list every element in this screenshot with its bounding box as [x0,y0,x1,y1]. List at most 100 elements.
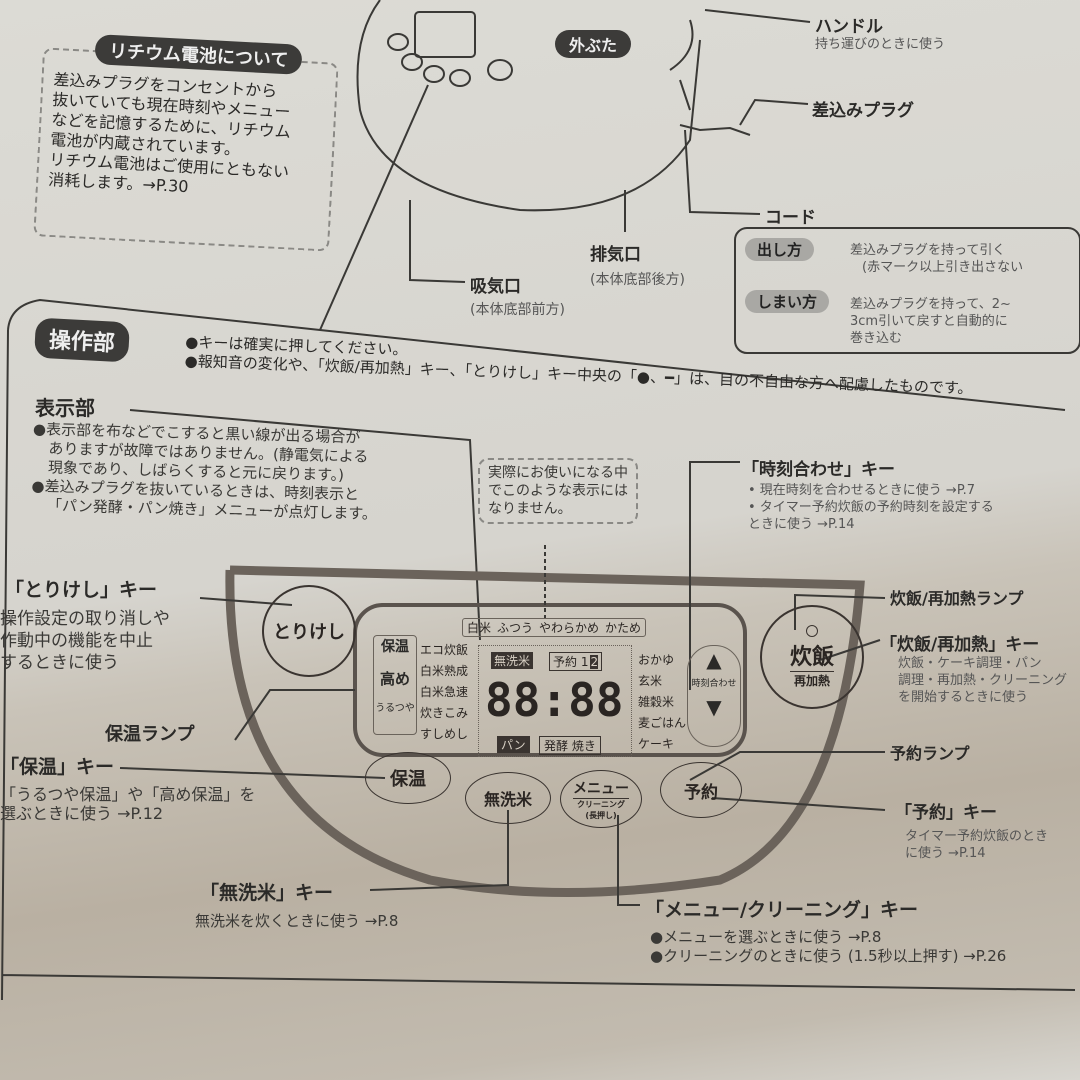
menu-item: エコ炊飯 [420,643,469,657]
texture-label: ふつう [497,621,534,635]
text-line: タイマー予約炊飯のとき [905,829,1049,844]
musenmai-button[interactable]: 無洗米 [465,772,551,824]
cord-outline [679,124,751,136]
timer-1-indicator: 1 [580,655,589,669]
hoon-key-desc: 「うるつや保温」や「高め保温」を 選ぶときに使う →P.12 [0,785,255,823]
hoon-button[interactable]: 保温 [365,752,451,804]
handle-desc: 持ち運びのときに使う [815,37,946,52]
handle-outline [669,19,694,111]
clock-adjust-keys: ▲ 時刻合わせ ▼ [687,645,741,747]
intake-sub: (本体底部前方) [470,302,565,318]
text-line: でこのような表示には [488,483,628,499]
suihan-lamp [806,625,818,637]
right-menu-list: おかゆ 玄米 雑穀米 麦ごはん ケーキ [638,650,686,755]
torikeshi-button-label: とりけし [273,622,345,643]
menu-item: 白米急速 [420,685,469,699]
menu-item: 炊きこみ [420,706,469,720]
suihan-button[interactable]: 炊飯 再加熱 [760,605,864,709]
menu-key-label: 「メニュー/クリーニング」キー [645,899,918,921]
keep-warm-title: 保温 [381,639,409,655]
text-line: (赤マーク以上引き出さない [862,260,1024,275]
handle-label: ハンドル [815,17,883,37]
text-line: 差込みプラグを持って引く [850,243,1006,258]
menu-item: 麦ごはん [638,716,687,730]
clock-adjust-label: 時刻合わせ [691,679,737,689]
panel-frame [353,603,747,757]
yoyaku-button[interactable]: 予約 [660,762,742,818]
suihan-key-label: 「炊飯/再加熱」キー [880,635,1040,655]
yoyaku-indicator-label: 予約 [553,655,578,669]
panel-outer-arc [225,565,865,897]
cooker-display-outline [414,11,476,58]
musenmai-key-desc: 無洗米を炊くときに使う →P.8 [195,912,399,930]
musenmai-key-label: 「無洗米」キー [200,882,334,904]
text-line: 作動中の機能を中止 [0,631,153,651]
rice-texture-bar: 白米 ふつう やわらかめ かため [462,618,647,637]
text-line: 調理・再加熱・クリーニング [898,673,1068,688]
menu-item: ケーキ [638,737,675,751]
suihan-lamp-label: 炊飯/再加熱ランプ [890,589,1024,608]
down-arrow-button[interactable]: ▼ [706,695,722,719]
keep-warm-high: 高め [379,670,410,688]
menu-item: 雑穀米 [638,695,675,709]
saikanetsu-label: 再加熱 [793,674,830,688]
battery-note-box: リチウム電池について 差込みプラグをコンセントから 抜いていても現在時刻やメニュ… [33,34,339,252]
yoyaku-button-label: 予約 [684,782,718,803]
clock-key-desc: • 現在時刻を合わせるときに使う →P.7 • タイマー予約炊飯の予約時刻を設定… [748,482,994,533]
menu-cleaning-button[interactable]: メニュー クリーニング (長押し) [560,770,642,828]
torikeshi-button[interactable]: とりけし [262,585,356,677]
keep-warm-box: 保温 高め うるつや [373,635,417,735]
text-line: を開始するときに使う [898,690,1029,705]
cord-stow-text: 差込みプラグを持って、2~ 3cm引いて戻すと自動的に 巻き込む [850,296,1011,347]
exhaust-sub: (本体底部後方) [590,272,685,288]
ferment-bake-indicator: 発酵 焼き [539,736,601,755]
cord-out-text: 差込みプラグを持って引く (赤マーク以上引き出さない [850,242,1023,276]
menu-item: おかゆ [638,653,675,667]
menu-key-desc: ●メニューを選ぶときに使う →P.8 ●クリーニングのときに使う (1.5秒以上… [650,928,1006,966]
text-line: 巻き込む [850,331,903,346]
text-line: 選ぶときに使う →P.12 [0,804,164,823]
cleaning-label: クリーニング [577,799,625,809]
cord-out-label: 出し方 [745,238,815,261]
bread-indicator: パン [497,736,530,753]
exhaust-label: 排気口 [590,245,641,265]
torikeshi-key-desc: 操作設定の取り消しや 作動中の機能を中止 するときに使う [0,608,170,674]
menu-item: 玄米 [638,674,663,688]
texture-label: かため [605,621,642,635]
texture-label: やわらかめ [539,621,600,635]
long-press-label: (長押し) [585,810,617,820]
suihan-key-desc: 炊飯・ケーキ調理・パン 調理・再加熱・クリーニング を開始するときに使う [898,655,1067,706]
text-line: なりません。 [488,501,572,517]
plug-label: 差込みプラグ [812,101,914,121]
menu-button-label: メニュー [573,778,629,799]
clock-key-label: 「時刻合わせ」キー [742,460,895,480]
hoon-key-label: 「保温」キー [0,756,115,778]
cord-stow-label: しまい方 [745,290,830,313]
yoyaku-key-label: 「予約」キー [895,803,997,823]
text-line: • タイマー予約炊飯の予約時刻を設定する [748,500,994,515]
operation-title: 操作部 [34,317,130,363]
menu-item: すしめし [420,727,469,741]
cord-label: コード [765,208,816,228]
yoyaku-key-desc: タイマー予約炊飯のとき に使う →P.14 [905,828,1048,862]
outer-lid-label: 外ぶた [555,30,632,58]
time-readout: 88:88 [485,673,624,727]
yoyaku-lamp-label: 予約ランプ [890,744,970,763]
text-line: 差込みプラグを持って、2~ [850,297,1011,312]
intake-label: 吸気口 [470,277,521,297]
display-dashed-note: 実際にお使いになる中 でこのような表示には なりません。 [478,458,638,524]
text-line: ●メニューを選ぶときに使う →P.8 [650,928,882,946]
up-arrow-button[interactable]: ▲ [706,648,722,672]
text-line: 3cm引いて戻すと自動的に [850,314,1008,329]
text-line: • 現在時刻を合わせるときに使う →P.7 [748,483,976,498]
text-line: 実際にお使いになる中 [488,465,628,481]
battery-note-body: 差込みプラグをコンセントから 抜いていても現在時刻やメニュー などを記憶するため… [48,70,294,202]
text-line: ときに使う →P.14 [748,517,855,532]
text-line: ●クリーニングのときに使う (1.5秒以上押す) →P.26 [650,947,1007,965]
keep-warm-uruutsuya: うるつや [375,703,415,714]
text-line: するときに使う [0,653,119,673]
torikeshi-key-label: 「とりけし」キー [5,579,158,601]
timer-2-indicator: 2 [590,655,599,669]
